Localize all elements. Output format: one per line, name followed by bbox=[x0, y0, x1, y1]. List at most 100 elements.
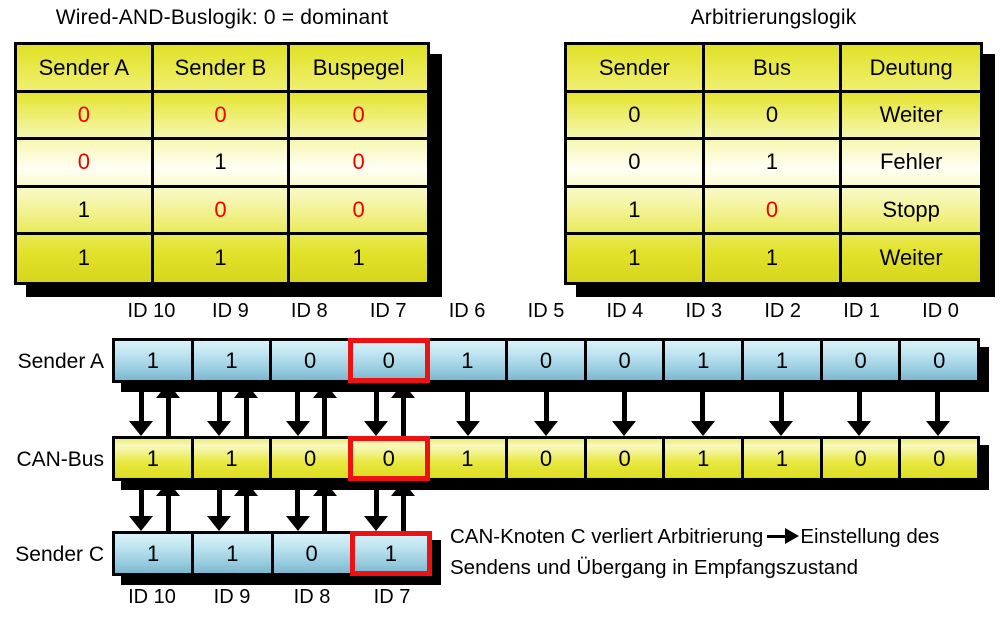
bit-cell: 0 bbox=[901, 341, 978, 380]
table-cell: 1 bbox=[17, 234, 154, 282]
arrow-down-icon bbox=[846, 383, 872, 436]
arrow-up-icon bbox=[233, 481, 259, 531]
bit-cell: 0 bbox=[508, 341, 587, 380]
bit-id-label: ID 0 bbox=[922, 300, 959, 322]
table-cell: 0 bbox=[567, 93, 705, 141]
arrow-down-icon bbox=[128, 383, 154, 436]
right-arrow-icon bbox=[767, 528, 800, 545]
bit-id-label: ID 5 bbox=[527, 300, 565, 322]
table-cell: 0 bbox=[704, 93, 843, 141]
bit-id-label: ID 7 bbox=[369, 300, 407, 322]
table-cell: 0 bbox=[17, 93, 154, 141]
bit-cell-highlight: 0 bbox=[347, 338, 430, 383]
bit-cell: 0 bbox=[586, 439, 666, 478]
bit-cell: 0 bbox=[508, 439, 587, 478]
bit-id-label: ID 9 bbox=[213, 586, 251, 608]
column-header: Sender bbox=[567, 45, 705, 90]
bit-id-label: ID 3 bbox=[685, 300, 723, 322]
bit-id-label: ID 2 bbox=[764, 300, 802, 322]
bit-id-label: ID 1 bbox=[843, 300, 880, 322]
arrow-up-icon bbox=[390, 481, 416, 531]
arrow-up-icon bbox=[155, 383, 181, 436]
row-label-can-bus: CAN-Bus bbox=[16, 448, 104, 471]
bit-cell: 0 bbox=[822, 341, 902, 380]
bit-cell: 0 bbox=[273, 534, 353, 573]
arrow-up-icon bbox=[233, 383, 259, 436]
table-cell: 1 bbox=[352, 245, 365, 271]
table-cell: 0 bbox=[704, 187, 843, 235]
arrow-down-icon bbox=[206, 481, 232, 531]
arrow-down-icon bbox=[206, 383, 232, 436]
arrow-down-icon bbox=[611, 383, 637, 436]
arrow-up-icon bbox=[155, 481, 181, 531]
arrow-down-icon bbox=[925, 383, 951, 436]
arrow-up-icon bbox=[312, 383, 338, 436]
arrow-down-icon bbox=[128, 481, 154, 531]
annotation-line-1: CAN-Knoten C verliert Arbitrierung bbox=[450, 525, 764, 548]
arrow-down-icon bbox=[363, 383, 389, 436]
bit-cell: 1 bbox=[194, 534, 274, 573]
column-header: Bus bbox=[705, 45, 843, 90]
arrow-down-icon bbox=[690, 383, 716, 436]
bit-cell: 1 bbox=[193, 341, 273, 380]
table-cell: Weiter bbox=[879, 245, 943, 271]
table-cell: Weiter bbox=[842, 93, 980, 141]
bit-cell-highlight: 1 bbox=[349, 531, 433, 576]
bit-cell-highlight: 0 bbox=[347, 436, 430, 481]
bit-cell: 1 bbox=[115, 341, 194, 380]
bit-cell: 0 bbox=[272, 439, 351, 478]
annotation-line-2: des Sendens und Übergang in Empfangszust… bbox=[450, 525, 940, 579]
column-header: Sender B bbox=[154, 45, 291, 90]
arrow-down-icon bbox=[455, 383, 481, 436]
table-cell: 1 bbox=[567, 234, 705, 282]
arrows-bus-to-sender-c bbox=[112, 481, 980, 531]
table-cell: 0 bbox=[290, 93, 427, 141]
bit-cell: 0 bbox=[586, 341, 666, 380]
bit-cell: 1 bbox=[665, 341, 745, 380]
bit-id-label: ID 10 bbox=[128, 586, 176, 608]
bit-cell: 1 bbox=[115, 534, 195, 573]
table-cell: Stopp bbox=[842, 188, 980, 235]
table-cell: 1 bbox=[705, 234, 843, 282]
bit-cell: 1 bbox=[744, 439, 823, 478]
wired-and-table-title: Wired-AND-Buslogik: 0 = dominant bbox=[55, 6, 389, 29]
arrow-down-icon bbox=[768, 383, 794, 436]
table-cell: 1 bbox=[17, 187, 154, 235]
bit-cell: 1 bbox=[115, 439, 194, 478]
arrow-down-icon bbox=[363, 481, 389, 531]
arrow-down-icon bbox=[533, 383, 559, 436]
arrows-sender-a-to-bus bbox=[112, 383, 980, 436]
arbitration-table-title: Arbitrierungslogik bbox=[690, 6, 857, 29]
bit-cell: 1 bbox=[744, 341, 823, 380]
table-cell: 0 bbox=[17, 140, 154, 188]
bit-cell: 1 bbox=[665, 439, 745, 478]
bit-id-label: ID 4 bbox=[606, 300, 644, 322]
arrow-down-icon bbox=[285, 481, 311, 531]
annotation-line-1-after: Einstellung bbox=[800, 525, 901, 548]
bit-id-label: ID 10 bbox=[127, 300, 176, 322]
table-cell: 1 bbox=[567, 187, 705, 235]
arrow-down-icon bbox=[285, 383, 311, 436]
bit-cell: 1 bbox=[193, 439, 273, 478]
column-header: Buspegel bbox=[312, 54, 405, 80]
bit-id-label: ID 9 bbox=[212, 300, 249, 322]
arrow-up-icon bbox=[312, 481, 338, 531]
bit-cell: 0 bbox=[901, 439, 978, 478]
table-cell: 1 bbox=[704, 140, 843, 188]
column-header: Deutung bbox=[869, 54, 953, 80]
arbitration-annotation: CAN-Knoten C verliert Arbitrierung Einste… bbox=[450, 521, 998, 583]
bit-cell: 0 bbox=[272, 341, 351, 380]
row-label-sender-a: Sender A bbox=[17, 350, 104, 373]
